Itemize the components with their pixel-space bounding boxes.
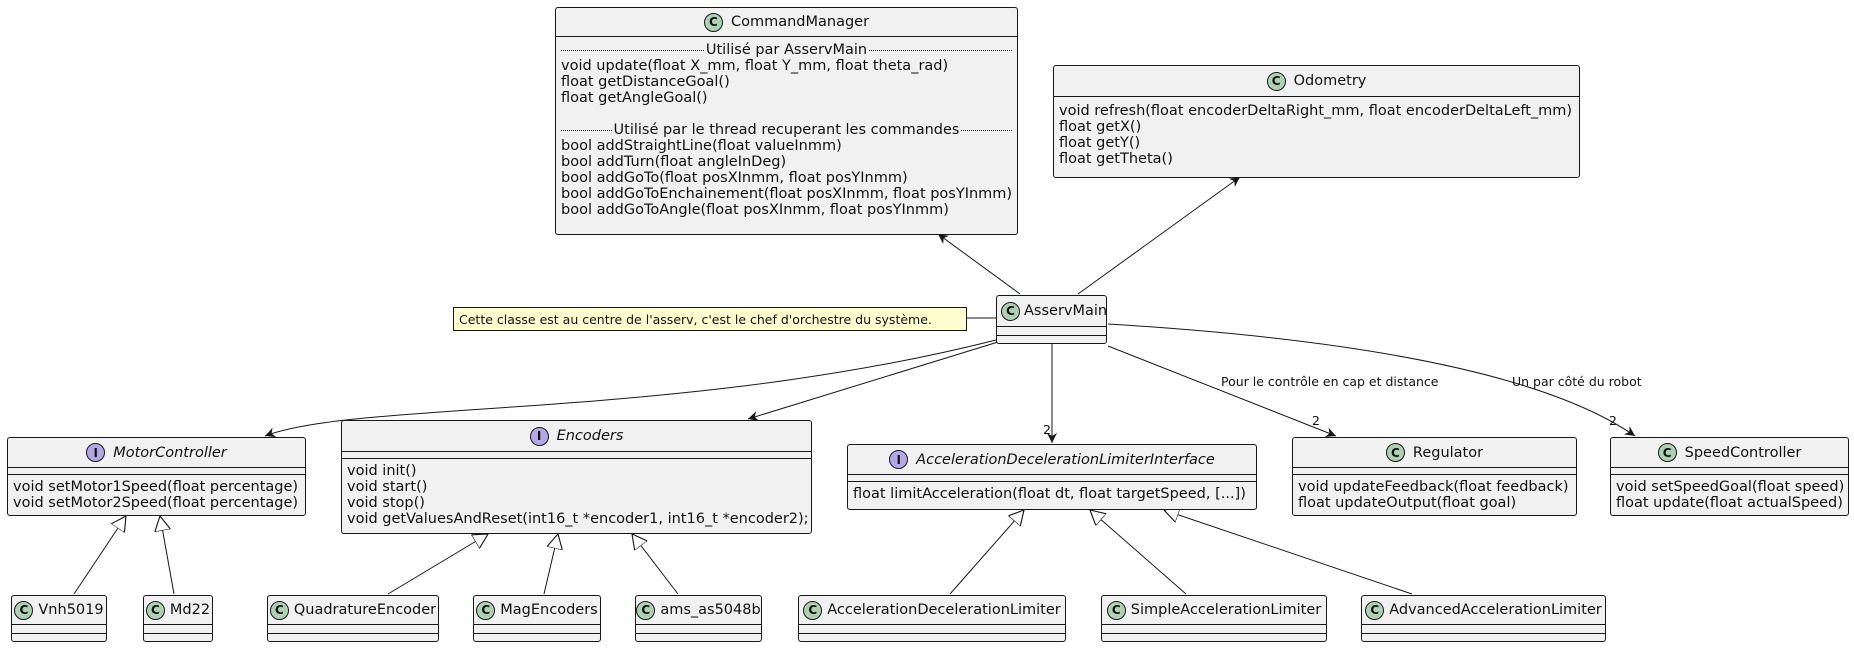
multiplicity-regulator: 2 bbox=[1312, 413, 1320, 428]
edge-label-regulator: Pour le contrôle en cap et distance bbox=[1221, 374, 1439, 389]
class-name: Regulator bbox=[1412, 444, 1484, 461]
interface-name: Encoders bbox=[556, 428, 624, 444]
class-name: SimpleAccelerationLimiter bbox=[1130, 602, 1322, 618]
class-badge-icon: C bbox=[1266, 71, 1286, 91]
method: void setMotor1Speed(float percentage) bbox=[13, 479, 299, 495]
interface-encoders: I Encoders void init() void start() void… bbox=[341, 420, 812, 534]
class-ams-as5048b: C ams_as5048b bbox=[635, 595, 762, 642]
section-separator: Utilisé par AsservMain bbox=[561, 42, 1012, 58]
gen-quadrature bbox=[387, 534, 488, 595]
class-name: ams_as5048b bbox=[660, 602, 761, 618]
edge-asservmain-motorcontroller bbox=[264, 339, 997, 438]
class-md22: C Md22 bbox=[143, 595, 213, 642]
method: float getAngleGoal() bbox=[561, 90, 708, 106]
class-name: CommandManager bbox=[730, 14, 870, 30]
class-name: SpeedController bbox=[1684, 444, 1802, 461]
method: bool addGoTo(float posXInmm, float posYI… bbox=[561, 170, 908, 186]
method: void getValuesAndReset(int16_t *encoder1… bbox=[347, 511, 809, 527]
method: void refresh(float encoderDeltaRight_mm,… bbox=[1059, 103, 1573, 119]
class-badge-icon: C bbox=[1365, 600, 1385, 620]
edge-asservmain-commandmanager bbox=[937, 233, 1021, 295]
class-badge-icon: C bbox=[1001, 301, 1020, 321]
interface-motorcontroller: I MotorController void setMotor1Speed(fl… bbox=[7, 437, 306, 516]
gen-simple-limiter bbox=[1090, 510, 1187, 595]
edge-label-speedcontroller: Un par côté du robot bbox=[1512, 374, 1642, 389]
method: void start() bbox=[347, 479, 428, 495]
class-advanced-acceleration-limiter: C AdvancedAccelerationLimiter bbox=[1361, 595, 1606, 642]
method: void update(float X_mm, float Y_mm, floa… bbox=[561, 58, 949, 74]
class-vnh5019: C Vnh5019 bbox=[11, 595, 107, 642]
class-name: Odometry bbox=[1293, 73, 1367, 89]
gen-advanced-limiter bbox=[1164, 510, 1413, 595]
class-badge-icon: C bbox=[1657, 443, 1677, 462]
class-badge-icon: C bbox=[14, 600, 34, 620]
class-name: Md22 bbox=[169, 602, 211, 618]
class-badge-icon: C bbox=[803, 600, 823, 620]
class-name: QuadratureEncoder bbox=[293, 602, 437, 618]
class-acceleration-deceleration-limiter: C AccelerationDecelerationLimiter bbox=[798, 595, 1066, 642]
class-quadratureencoder: C QuadratureEncoder bbox=[267, 595, 439, 642]
class-name: AsservMain bbox=[1024, 303, 1108, 319]
method: float update(float actualSpeed) bbox=[1616, 495, 1843, 511]
gen-vnh5019 bbox=[73, 516, 126, 595]
method: void setSpeedGoal(float speed) bbox=[1616, 479, 1845, 495]
class-name: AdvancedAccelerationLimiter bbox=[1389, 602, 1602, 618]
method: float getY() bbox=[1059, 135, 1141, 151]
interface-badge-icon: I bbox=[889, 450, 909, 469]
interface-badge-icon: I bbox=[529, 426, 549, 446]
class-asservmain: C AsservMain bbox=[996, 295, 1107, 344]
class-speedcontroller: C SpeedController void setSpeedGoal(floa… bbox=[1610, 437, 1849, 516]
method: float getX() bbox=[1059, 119, 1142, 135]
method: bool addGoToAngle(float posXInmm, float … bbox=[561, 202, 949, 218]
method: void stop() bbox=[347, 495, 425, 511]
method: bool addTurn(float angleInDeg) bbox=[561, 154, 787, 170]
class-simple-acceleration-limiter: C SimpleAccelerationLimiter bbox=[1101, 595, 1327, 642]
class-name: Vnh5019 bbox=[38, 602, 104, 618]
gen-mag bbox=[543, 534, 558, 595]
multiplicity-accel: 2 bbox=[1043, 422, 1051, 437]
class-badge-icon: C bbox=[476, 600, 496, 620]
gen-accel-limiter bbox=[949, 510, 1024, 595]
method: float updateOutput(float goal) bbox=[1298, 495, 1517, 511]
gen-md22 bbox=[160, 516, 175, 595]
note: Cette classe est au centre de l'asserv, … bbox=[453, 307, 967, 331]
class-badge-icon: C bbox=[145, 600, 165, 620]
class-odometry: C Odometry void refresh(float encoderDel… bbox=[1053, 65, 1580, 178]
class-badge-icon: C bbox=[269, 600, 289, 620]
class-regulator: C Regulator void updateFeedback(float fe… bbox=[1292, 437, 1577, 516]
edge-asservmain-encoders bbox=[747, 341, 999, 421]
interface-accel-decel-limiter: I AccelerationDecelerationLimiterInterfa… bbox=[847, 444, 1257, 510]
edge-asservmain-odometry bbox=[1077, 176, 1241, 295]
note-text: Cette classe est au centre de l'asserv, … bbox=[459, 312, 932, 327]
gen-ams bbox=[632, 534, 679, 595]
class-name: AccelerationDecelerationLimiter bbox=[827, 602, 1061, 618]
class-badge-icon: C bbox=[636, 600, 656, 620]
method: void setMotor2Speed(float percentage) bbox=[13, 495, 299, 511]
method: void updateFeedback(float feedback) bbox=[1298, 479, 1569, 495]
class-badge-icon: C bbox=[1385, 443, 1405, 462]
section-separator: Utilisé par le thread recuperant les com… bbox=[561, 122, 1012, 138]
interface-name: MotorController bbox=[113, 444, 227, 461]
method: bool addGoToEnchainement(float posXInmm,… bbox=[561, 186, 1013, 202]
multiplicity-speedcontroller: 2 bbox=[1609, 413, 1617, 428]
class-commandmanager: C CommandManager Utilisé par AsservMain … bbox=[555, 7, 1018, 235]
class-name: MagEncoders bbox=[500, 602, 598, 618]
method: float getTheta() bbox=[1059, 151, 1173, 167]
interface-name: AccelerationDecelerationLimiterInterface bbox=[916, 451, 1215, 468]
interface-badge-icon: I bbox=[86, 443, 106, 462]
edge-asservmain-regulator bbox=[1107, 345, 1337, 437]
edge-asservmain-speedcontroller bbox=[1107, 323, 1636, 437]
method: float getDistanceGoal() bbox=[561, 74, 730, 90]
class-magencoders: C MagEncoders bbox=[473, 595, 601, 642]
method: bool addStraightLine(float valueInmm) bbox=[561, 138, 842, 154]
method: void init() bbox=[347, 463, 417, 479]
method: float limitAcceleration(float dt, float … bbox=[853, 486, 1246, 502]
class-badge-icon: C bbox=[1106, 600, 1126, 620]
class-badge-icon: C bbox=[703, 12, 723, 32]
